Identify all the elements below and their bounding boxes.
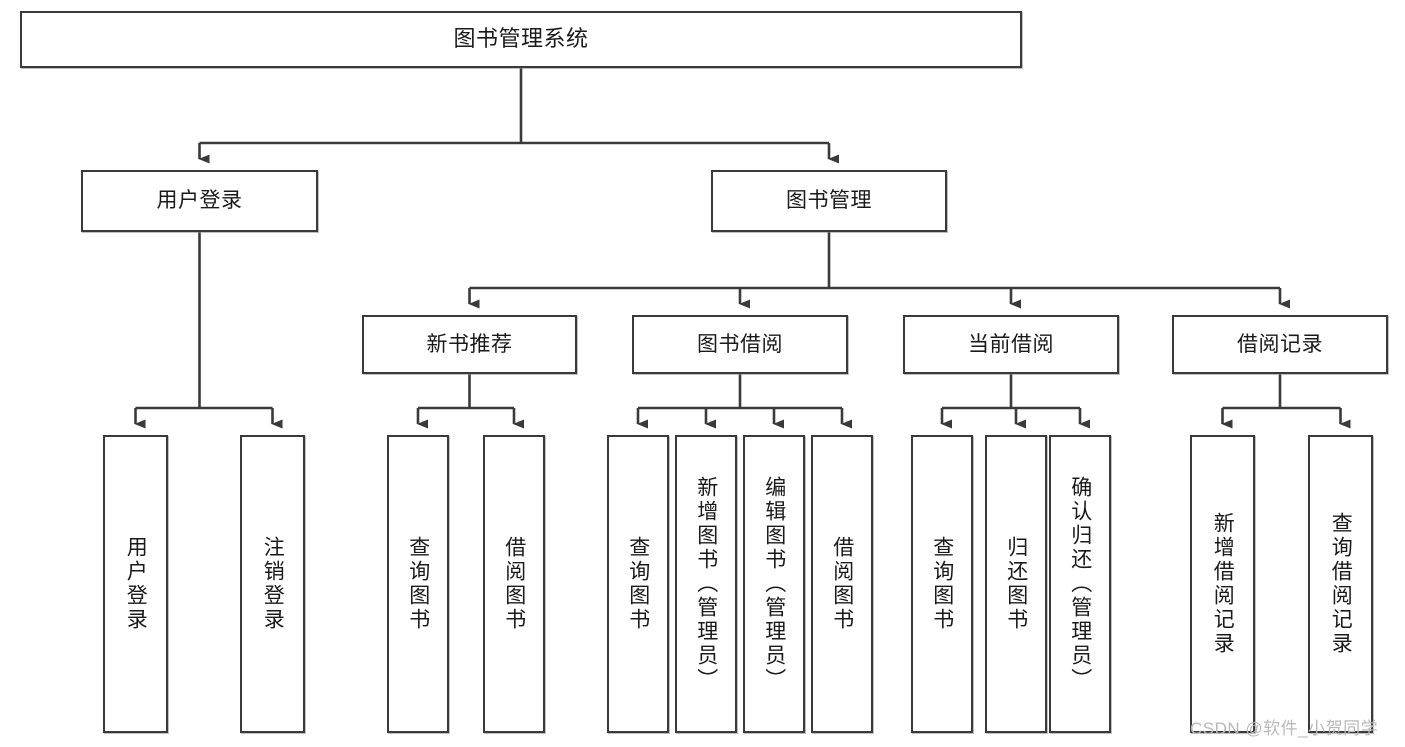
node-label: 图书管理系统 <box>453 26 589 52</box>
node-leaf-query-book-cb[interactable]: 查询图书 <box>911 435 973 733</box>
node-label: 借阅图书 <box>830 536 854 632</box>
node-leaf-add-book-admin[interactable]: 新增图书（管理员） <box>675 435 737 733</box>
node-book-borrow[interactable]: 图书借阅 <box>632 315 848 374</box>
node-label: 查询借阅记录 <box>1329 512 1353 656</box>
node-label: 确认归还（管理员） <box>1068 476 1092 692</box>
node-label: 新增借阅记录 <box>1211 512 1235 656</box>
node-label: 查询图书 <box>626 536 650 632</box>
node-book-management[interactable]: 图书管理 <box>711 170 947 232</box>
node-label: 查询图书 <box>406 536 430 632</box>
node-label: 查询图书 <box>930 536 954 632</box>
node-label: 用户登录 <box>124 536 148 632</box>
csdn-watermark: CSDN @软件_小贺同学 <box>1190 719 1379 738</box>
node-label: 借阅记录 <box>1237 332 1323 356</box>
node-borrow-record[interactable]: 借阅记录 <box>1172 315 1388 374</box>
node-current-borrow[interactable]: 当前借阅 <box>903 315 1119 374</box>
node-label: 用户登录 <box>156 189 243 213</box>
node-root[interactable]: 图书管理系统 <box>20 11 1022 68</box>
node-leaf-confirm-return[interactable]: 确认归还（管理员） <box>1049 435 1111 733</box>
node-label: 编辑图书（管理员） <box>762 476 786 692</box>
node-label: 图书管理 <box>786 189 872 213</box>
node-leaf-add-borrow-record[interactable]: 新增借阅记录 <box>1190 435 1255 733</box>
node-leaf-query-book-bb[interactable]: 查询图书 <box>607 435 669 733</box>
node-user-login[interactable]: 用户登录 <box>81 170 318 232</box>
node-leaf-query-book-nbr[interactable]: 查询图书 <box>387 435 449 733</box>
node-label: 归还图书 <box>1004 536 1028 632</box>
node-label: 借阅图书 <box>502 536 526 632</box>
node-leaf-user-login[interactable]: 用户登录 <box>103 435 168 733</box>
node-new-book-recommend[interactable]: 新书推荐 <box>362 315 577 374</box>
node-label: 新书推荐 <box>426 332 513 356</box>
node-label: 注销登录 <box>261 536 285 632</box>
node-label: 新增图书（管理员） <box>694 476 718 692</box>
node-leaf-edit-book-admin[interactable]: 编辑图书（管理员） <box>743 435 805 733</box>
node-label: 图书借阅 <box>697 332 783 356</box>
node-label: 当前借阅 <box>968 332 1054 356</box>
node-leaf-return-book[interactable]: 归还图书 <box>985 435 1047 733</box>
node-leaf-borrow-book-bb[interactable]: 借阅图书 <box>811 435 873 733</box>
node-leaf-user-logout[interactable]: 注销登录 <box>240 435 305 733</box>
node-leaf-query-borrow-record[interactable]: 查询借阅记录 <box>1308 435 1373 733</box>
node-leaf-borrow-book-nbr[interactable]: 借阅图书 <box>483 435 545 733</box>
